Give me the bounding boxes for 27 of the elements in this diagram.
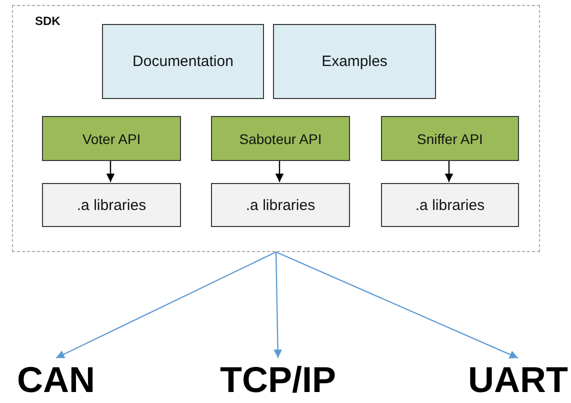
box-label: .a libraries bbox=[76, 196, 146, 214]
content-box bbox=[273, 24, 436, 99]
container-heading: SDK bbox=[35, 14, 60, 28]
library-box bbox=[381, 183, 519, 227]
protocol-label: UART bbox=[468, 359, 568, 401]
box-label: Documentation bbox=[132, 53, 234, 70]
api-box bbox=[42, 116, 181, 161]
box-label: .a libraries bbox=[415, 196, 485, 214]
arrow bbox=[444, 160, 454, 182]
arrow bbox=[106, 160, 115, 182]
protocol-label: TCP/IP bbox=[220, 359, 336, 401]
protocol-label: CAN bbox=[17, 359, 95, 401]
content-box bbox=[102, 24, 264, 99]
library-box bbox=[211, 183, 350, 227]
library-box bbox=[42, 183, 181, 227]
box-label: .a libraries bbox=[246, 196, 316, 214]
arrow bbox=[56, 251, 276, 359]
api-box bbox=[211, 116, 350, 161]
arrow bbox=[276, 251, 518, 359]
box-label: Sniffer API bbox=[417, 130, 483, 146]
arrow bbox=[275, 160, 284, 182]
box-label: Examples bbox=[322, 53, 388, 70]
api-box bbox=[381, 116, 519, 161]
box-label: Voter API bbox=[82, 130, 141, 146]
box-label: Saboteur API bbox=[239, 130, 322, 146]
sdk-container bbox=[12, 5, 540, 252]
arrow bbox=[274, 252, 282, 358]
